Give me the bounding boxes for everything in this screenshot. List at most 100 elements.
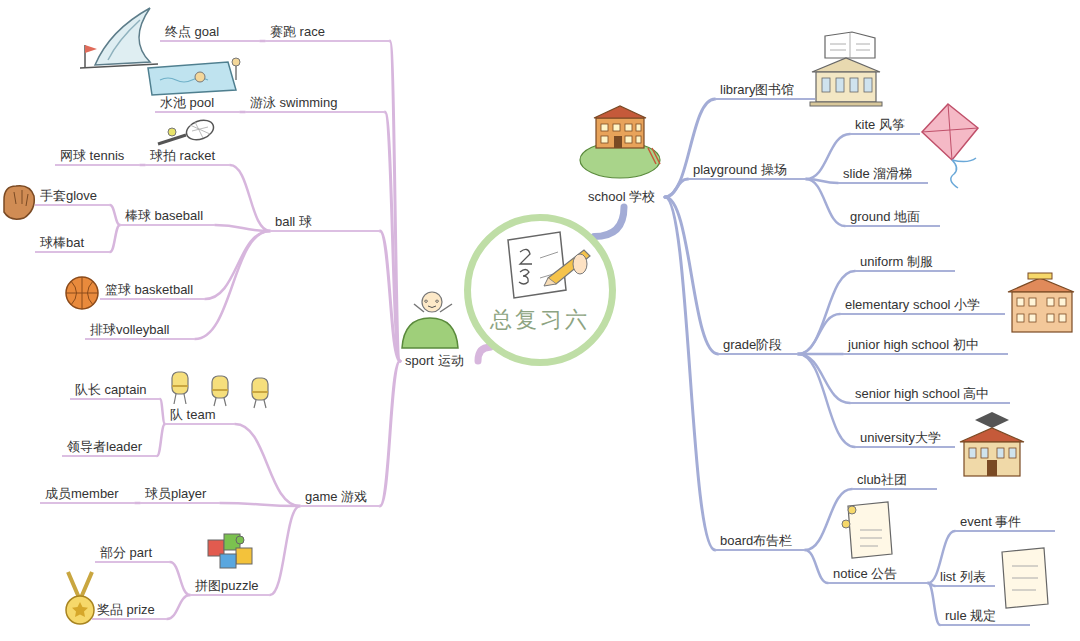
node-text: library图书馆 bbox=[720, 81, 794, 98]
basketball-icon bbox=[66, 277, 98, 309]
node-text: ball 球 bbox=[275, 213, 312, 230]
word-node: university大学 bbox=[855, 428, 955, 448]
word-node: junior high school 初中 bbox=[843, 335, 1008, 355]
word-node: 手套glove bbox=[35, 186, 110, 206]
node-text: 球员player bbox=[145, 485, 206, 502]
notice-icon bbox=[842, 502, 892, 558]
school-icon bbox=[580, 106, 660, 178]
branch-line bbox=[170, 562, 190, 595]
center-icon bbox=[468, 218, 612, 362]
branch-line bbox=[235, 424, 300, 506]
word-node: 成员member bbox=[40, 484, 135, 504]
node-text: rule 规定 bbox=[945, 607, 996, 624]
word-node: elementary school 小学 bbox=[840, 295, 1005, 315]
node-text: 领导者leader bbox=[67, 438, 142, 455]
word-node: 游泳 swimming bbox=[245, 93, 385, 113]
node-text: 篮球 basketball bbox=[105, 281, 193, 298]
branch-line bbox=[205, 231, 270, 299]
word-node: club社团 bbox=[852, 470, 937, 490]
node-text: 队 team bbox=[170, 406, 216, 423]
word-node: slide 溜滑梯 bbox=[838, 164, 928, 184]
branch-line bbox=[215, 225, 270, 231]
branch-line bbox=[928, 583, 940, 625]
branch-label: school 学校 bbox=[583, 187, 665, 207]
node-text: 赛跑 race bbox=[270, 23, 325, 40]
branch-line bbox=[798, 354, 855, 447]
word-node: grade阶段 bbox=[718, 335, 798, 355]
node-text: elementary school 小学 bbox=[845, 296, 980, 313]
node-text: 奖品 prize bbox=[97, 601, 155, 618]
goal-icon bbox=[80, 8, 158, 68]
word-node: 棒球 baseball bbox=[120, 206, 215, 226]
node-text: 球棒bat bbox=[40, 234, 84, 251]
library-icon bbox=[810, 32, 882, 106]
node-text: 队长 captain bbox=[75, 381, 147, 398]
word-node: notice 公告 bbox=[828, 564, 928, 584]
word-node: kite 风筝 bbox=[850, 115, 920, 135]
node-text: 球拍 racket bbox=[150, 147, 215, 164]
word-node: 球员player bbox=[140, 484, 220, 504]
branch-line bbox=[220, 503, 300, 506]
word-node: 领导者leader bbox=[62, 437, 157, 457]
sport-icon bbox=[402, 292, 458, 348]
branch-label: sport 运动 bbox=[400, 351, 478, 371]
team-icon bbox=[172, 372, 268, 408]
word-node: ball 球 bbox=[270, 212, 380, 232]
elementary-icon bbox=[1008, 273, 1074, 332]
glove-icon bbox=[4, 186, 34, 219]
branch-line bbox=[380, 361, 400, 506]
word-node: 网球 tennis bbox=[55, 146, 140, 166]
word-node: 水池 pool bbox=[155, 93, 240, 113]
branch-line bbox=[805, 489, 852, 550]
branch-line bbox=[157, 424, 165, 456]
word-node: library图书馆 bbox=[715, 80, 815, 100]
branch-line bbox=[270, 506, 300, 595]
word-node: senior high school 高中 bbox=[850, 384, 1010, 404]
branch-line bbox=[110, 225, 120, 252]
word-node: playground 操场 bbox=[688, 160, 806, 180]
node-text: 手套glove bbox=[40, 187, 97, 204]
node-text: school 学校 bbox=[588, 188, 655, 205]
word-node: 赛跑 race bbox=[265, 22, 390, 42]
node-text: junior high school 初中 bbox=[848, 336, 979, 353]
word-node: event 事件 bbox=[955, 512, 1055, 532]
node-text: 游泳 swimming bbox=[250, 94, 337, 111]
node-text: grade阶段 bbox=[723, 336, 782, 353]
branch-line bbox=[665, 99, 715, 197]
word-node: list 列表 bbox=[935, 567, 995, 587]
racket-icon bbox=[158, 117, 216, 144]
word-node: 奖品 prize bbox=[92, 600, 167, 620]
branch-line bbox=[478, 347, 490, 361]
branch-line bbox=[806, 179, 845, 226]
node-text: senior high school 高中 bbox=[855, 385, 989, 402]
node-text: ground 地面 bbox=[850, 208, 920, 225]
branch-line bbox=[805, 550, 828, 583]
node-text: playground 操场 bbox=[693, 161, 787, 178]
branch-line bbox=[230, 165, 270, 231]
node-text: uniform 制服 bbox=[860, 253, 933, 270]
node-text: 棒球 baseball bbox=[125, 207, 203, 224]
node-text: game 游戏 bbox=[305, 488, 367, 505]
prize-icon bbox=[66, 572, 94, 624]
word-node: 队 team bbox=[165, 405, 235, 425]
node-text: 部分 part bbox=[100, 544, 152, 561]
word-node: board布告栏 bbox=[715, 531, 805, 551]
branch-line bbox=[665, 197, 718, 354]
branch-line bbox=[167, 595, 190, 619]
word-node: rule 规定 bbox=[940, 606, 1030, 626]
word-node: 排球volleyball bbox=[85, 320, 195, 340]
node-text: 网球 tennis bbox=[60, 147, 124, 164]
node-text: 排球volleyball bbox=[90, 321, 169, 338]
pool-icon bbox=[148, 58, 240, 95]
node-text: slide 溜滑梯 bbox=[843, 165, 912, 182]
node-text: 拼图puzzle bbox=[195, 577, 259, 594]
branch-line bbox=[798, 314, 840, 354]
topic-circle: 总复习六 bbox=[464, 214, 616, 366]
list-icon bbox=[1002, 548, 1048, 608]
word-node: game 游戏 bbox=[300, 487, 380, 507]
node-text: university大学 bbox=[860, 429, 941, 446]
node-text: list 列表 bbox=[940, 568, 986, 585]
word-node: 终点 goal bbox=[160, 22, 260, 42]
